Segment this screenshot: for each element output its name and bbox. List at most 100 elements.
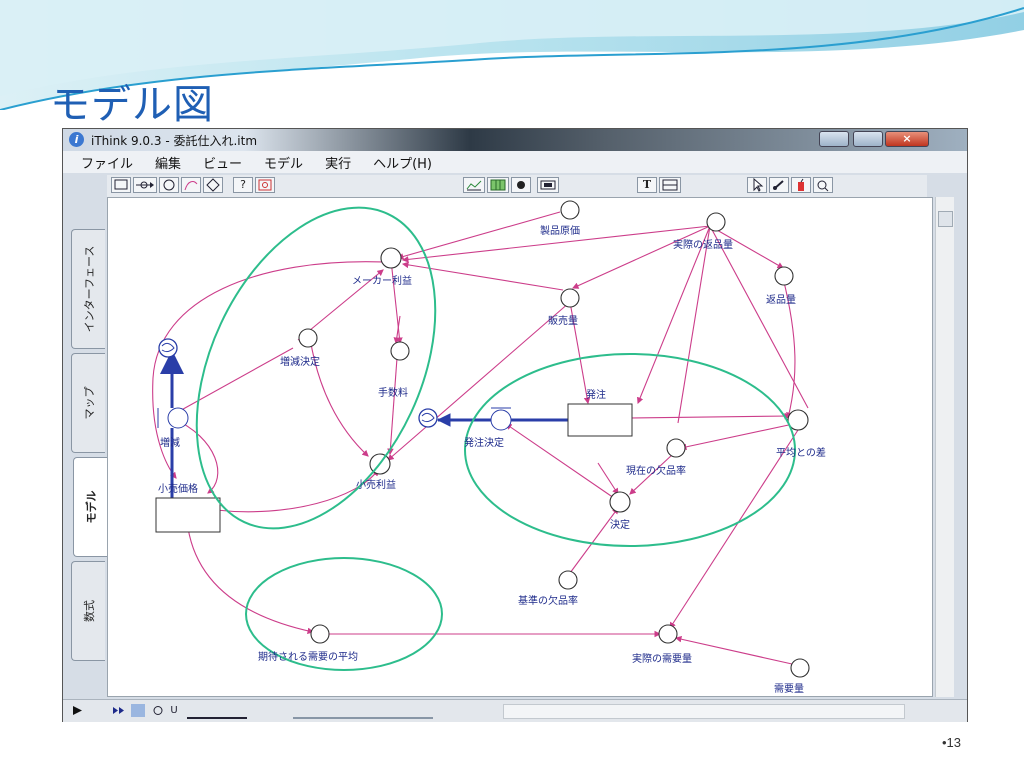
label-henpin: 返品量 — [766, 294, 796, 306]
connector — [571, 225, 711, 289]
flow-valve-hacchuu[interactable] — [490, 407, 512, 431]
converter-jissai-juyou[interactable] — [658, 624, 678, 644]
connector — [215, 469, 379, 513]
menu-file[interactable]: ファイル — [81, 156, 134, 172]
connector — [401, 225, 711, 263]
cloud-icon-swirl — [161, 342, 175, 353]
cycle-icon[interactable] — [151, 704, 165, 717]
converter-genzai-ketsuhin[interactable] — [666, 438, 686, 458]
side-tabs: インターフェース マップ モデル 数式 — [71, 229, 107, 689]
decision-tool-icon[interactable] — [203, 177, 223, 193]
tab-model-label: モデル — [84, 490, 98, 524]
tab-interface-label: インターフェース — [82, 245, 96, 333]
menu-model[interactable]: モデル — [264, 156, 304, 172]
page-number: •13 — [942, 735, 962, 750]
slide-title: モデル図 — [50, 82, 214, 128]
label-genzai-ketsuhin: 現在の欠品率 — [626, 464, 686, 477]
menu-view[interactable]: ビュー — [203, 156, 243, 172]
image-tool-icon[interactable] — [659, 177, 681, 193]
highlight-ellipses — [195, 206, 796, 671]
converter-kettei[interactable] — [609, 491, 631, 513]
graph-tool-icon[interactable] — [463, 177, 485, 193]
connector — [387, 301, 571, 461]
label-heikin-sa: 平均との差 — [776, 446, 826, 459]
label-kijun-ketsuhin: 基準の欠品率 — [518, 594, 578, 607]
connector — [171, 417, 219, 494]
pointer-tool-icon[interactable] — [747, 177, 767, 193]
converter-tool-icon[interactable] — [159, 177, 179, 193]
label-juyou: 需要量 — [774, 683, 804, 695]
minimize-button[interactable] — [819, 131, 849, 147]
info-icon: i — [69, 132, 84, 147]
flow-tool-icon[interactable] — [133, 177, 157, 193]
highlight-ellipse — [245, 557, 443, 671]
model-canvas[interactable]: 製品原価 実際の返品量 返品量 メーカー利益 販売量 増減決定 手数料 増減 小… — [107, 197, 933, 697]
toolbar: ? T — [107, 175, 927, 197]
stock-hacchuu[interactable] — [567, 403, 633, 437]
maximize-button[interactable] — [853, 131, 883, 147]
button-tool-icon[interactable] — [537, 177, 559, 193]
menu-help[interactable]: ヘルプ(H) — [373, 156, 432, 172]
paintbrush-tool-icon[interactable] — [769, 177, 789, 193]
zoom-slider[interactable] — [293, 704, 433, 719]
sector-tool-icon[interactable] — [511, 177, 531, 193]
converter-tesuuryou[interactable] — [390, 341, 410, 361]
converter-heikin-sa[interactable] — [787, 409, 809, 431]
converter-zougen-kettei[interactable] — [298, 328, 318, 348]
label-hanbai: 販売量 — [548, 314, 578, 327]
tab-equations[interactable]: 数式 — [71, 561, 105, 661]
converter-kijun-ketsuhin[interactable] — [558, 570, 578, 590]
fast-forward-icon[interactable] — [111, 704, 127, 717]
label-kouri-rieki: 小売利益 — [356, 478, 396, 491]
slide-header-decoration — [0, 0, 1024, 110]
stock-tool-icon[interactable] — [111, 177, 131, 193]
node-labels: 製品原価 実際の返品量 返品量 メーカー利益 販売量 増減決定 手数料 増減 小… — [158, 224, 826, 695]
connector — [674, 635, 793, 665]
connectors — [152, 211, 809, 665]
scroll-thumb[interactable] — [938, 211, 953, 227]
close-button[interactable]: × — [885, 131, 929, 147]
menu-edit[interactable]: 編集 — [155, 156, 182, 172]
vertical-scrollbar[interactable] — [935, 197, 954, 697]
text-tool-button[interactable]: T — [637, 177, 657, 193]
connector — [569, 507, 619, 574]
label-kouri-kakaku: 小売価格 — [158, 482, 198, 495]
label-tesuuryou: 手数料 — [378, 386, 408, 399]
table-tool-icon[interactable] — [487, 177, 509, 193]
menu-bar: ファイル 編集 ビュー モデル 実行 ヘルプ(H) — [63, 151, 967, 173]
menu-run[interactable]: 実行 — [325, 156, 352, 172]
tab-model[interactable]: モデル — [73, 457, 107, 557]
connector — [569, 301, 591, 405]
step-u-button[interactable]: U — [170, 705, 178, 716]
converter-maker-rieki[interactable] — [380, 247, 402, 269]
converter-kitai-juyou[interactable] — [310, 624, 330, 644]
tab-interface[interactable]: インターフェース — [71, 229, 105, 349]
connector — [387, 357, 398, 456]
converter-juyou[interactable] — [790, 658, 810, 678]
connector-tool-icon[interactable] — [181, 177, 201, 193]
connector — [152, 261, 384, 479]
horizontal-scrollbar[interactable] — [503, 704, 905, 719]
label-jissai-juyou: 実際の需要量 — [632, 652, 692, 665]
flow-valve-kouri[interactable] — [157, 407, 189, 429]
cloud-icon — [418, 408, 438, 428]
title-bar[interactable]: i iThink 9.0.3 - 委託仕入れ.itm × — [63, 129, 967, 151]
dynamite-tool-icon[interactable] — [791, 177, 811, 193]
play-icon[interactable] — [69, 704, 85, 717]
label-jissai-henpin: 実際の返品量 — [673, 238, 733, 251]
ghost-tool-icon[interactable] — [255, 177, 275, 193]
converter-jissai-henpin[interactable] — [706, 212, 726, 232]
converter-seihin-genka[interactable] — [560, 200, 580, 220]
help-tool-button[interactable]: ? — [233, 177, 253, 193]
tab-map[interactable]: マップ — [71, 353, 105, 453]
label-kitai-juyou: 期待される需要の平均 — [258, 650, 358, 663]
converter-hanbai[interactable] — [560, 288, 580, 308]
stop-icon[interactable] — [131, 704, 145, 717]
converter-henpin[interactable] — [774, 266, 794, 286]
stock-kouri-kakaku[interactable] — [155, 497, 221, 533]
label-zougen: 増減 — [160, 436, 180, 449]
zoom-tool-icon[interactable] — [813, 177, 833, 193]
tab-equations-label: 数式 — [82, 600, 96, 622]
label-hacchuu: 発注 — [586, 388, 606, 401]
speed-slider[interactable] — [187, 704, 247, 719]
